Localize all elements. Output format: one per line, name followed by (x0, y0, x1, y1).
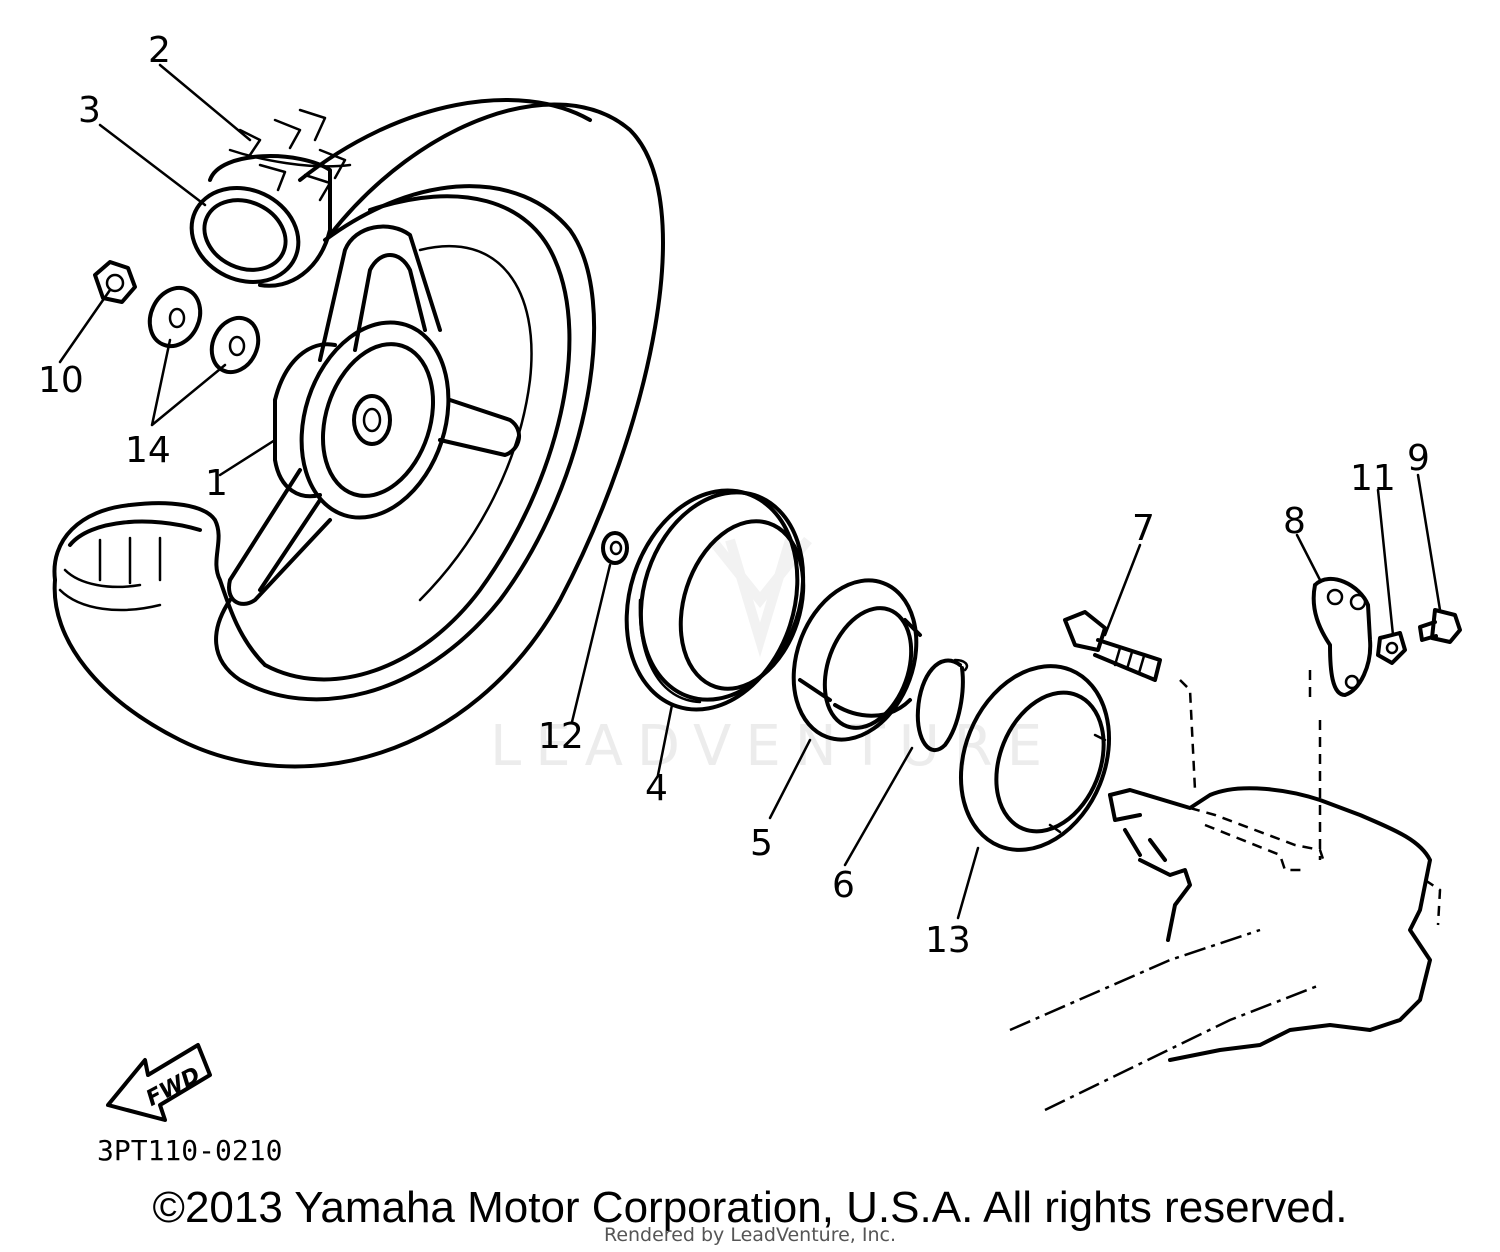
callout-8: 8 (1283, 501, 1306, 542)
adjusting-bolt-part-7 (1063, 610, 1162, 682)
callout-11: 11 (1350, 458, 1396, 499)
callout-2: 2 (148, 30, 171, 71)
final-drive-housing (1009, 670, 1442, 1112)
washer-part-14b (209, 315, 261, 375)
callout-7: 7 (1132, 508, 1155, 549)
callout-3: 3 (78, 90, 101, 131)
callout-1: 1 (205, 463, 228, 504)
callout-12: 12 (538, 716, 584, 757)
retaining-ring-part-6 (915, 658, 969, 753)
brake-shoe-part-5 (791, 578, 922, 742)
tire-tread-detail (189, 108, 352, 288)
callout-5: 5 (750, 823, 773, 864)
copyright-notice: ©2013 Yamaha Motor Corporation, U.S.A. A… (152, 1183, 1348, 1232)
washer-part-14a (147, 285, 203, 349)
wheel-assembly (52, 98, 665, 769)
callout-14: 14 (125, 430, 171, 471)
diagram-code: 3PT110-0210 (97, 1134, 282, 1167)
callout-10: 10 (38, 360, 84, 401)
callout-labels: 1 2 3 4 5 6 7 8 9 10 11 12 13 14 (38, 30, 1430, 961)
nut-part-11 (1376, 631, 1407, 665)
callout-9: 9 (1407, 438, 1430, 479)
fwd-label: FWD (142, 1063, 205, 1112)
callout-13: 13 (925, 920, 971, 961)
bolt-part-9 (1418, 608, 1462, 644)
callout-6: 6 (832, 865, 855, 906)
oil-seal-part-13 (958, 664, 1112, 852)
watermark-text: LEADVENTURE (490, 714, 1056, 779)
rendered-by-credit: Rendered by LeadVenture, Inc. (603, 1224, 897, 1246)
forward-direction-arrow: FWD (106, 1043, 212, 1122)
leader-lines (58, 63, 1442, 920)
nut-part-10 (93, 260, 137, 304)
brake-drum-part-4 (624, 488, 806, 712)
callout-4: 4 (645, 768, 668, 809)
washer-part-12 (601, 531, 629, 565)
watermark-logo (708, 536, 812, 658)
brake-lever-part-8 (1311, 577, 1373, 697)
